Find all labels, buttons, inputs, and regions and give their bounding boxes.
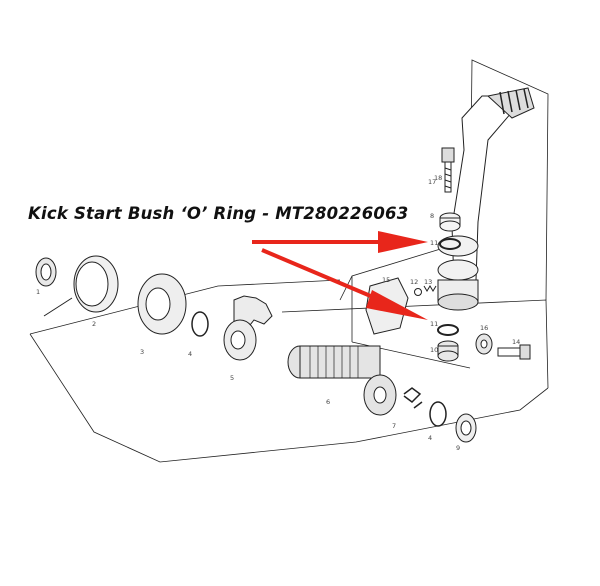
part-number: 4 (428, 434, 432, 442)
callout-label: Kick Start Bush ‘O’ Ring - MT280226063 (28, 204, 409, 223)
part-number: 16 (480, 324, 488, 332)
kick-start-lever (437, 87, 535, 311)
part-number: 7 (392, 422, 396, 430)
circlip-4-left (191, 311, 209, 337)
part-number: 14 (512, 338, 520, 346)
washer-1 (35, 257, 57, 287)
ratchet-5 (223, 295, 273, 361)
bolt-14 (497, 344, 531, 360)
part-number: 17 (428, 178, 436, 186)
bush-10 (437, 340, 459, 362)
bush-8 (439, 212, 461, 232)
o-ring-11-lower (437, 324, 459, 336)
part-number: 13 (424, 278, 432, 286)
part-number: 6 (326, 398, 330, 406)
part-number-labels: 1 2 3 4 5 6 7 4 9 10 11 12 13 14 15 16 1… (36, 174, 520, 452)
washer-9 (455, 413, 477, 443)
shaft-6 (287, 345, 397, 416)
spring-2 (43, 255, 119, 317)
part-number: 11 (430, 320, 438, 328)
arrow-lower (261, 248, 381, 302)
spring-7 (403, 387, 423, 409)
part-number: 5 (230, 374, 234, 382)
part-number: 15 (382, 276, 390, 284)
spring-13 (423, 285, 437, 292)
part-number: 4 (188, 350, 192, 358)
part-number: 11 (430, 239, 438, 247)
guide-3 (137, 273, 187, 335)
circlip-4-right (429, 401, 447, 427)
washer-16 (475, 333, 493, 355)
part-number: 3 (140, 348, 144, 356)
callout-arrows (252, 231, 428, 320)
part-number: 9 (456, 444, 460, 452)
arrowhead-lower (366, 290, 428, 320)
ball-12 (414, 288, 422, 296)
bolt-18 (441, 147, 455, 193)
part-number: 1 (36, 288, 40, 296)
part-number: 8 (430, 212, 434, 220)
part-number: 2 (92, 320, 96, 328)
part-number: 18 (434, 174, 442, 182)
part-number: 12 (410, 278, 418, 286)
lever-grip (499, 88, 529, 115)
o-ring-11-upper (439, 238, 461, 250)
part-number: 10 (430, 346, 438, 354)
arrowhead-upper (378, 231, 428, 253)
